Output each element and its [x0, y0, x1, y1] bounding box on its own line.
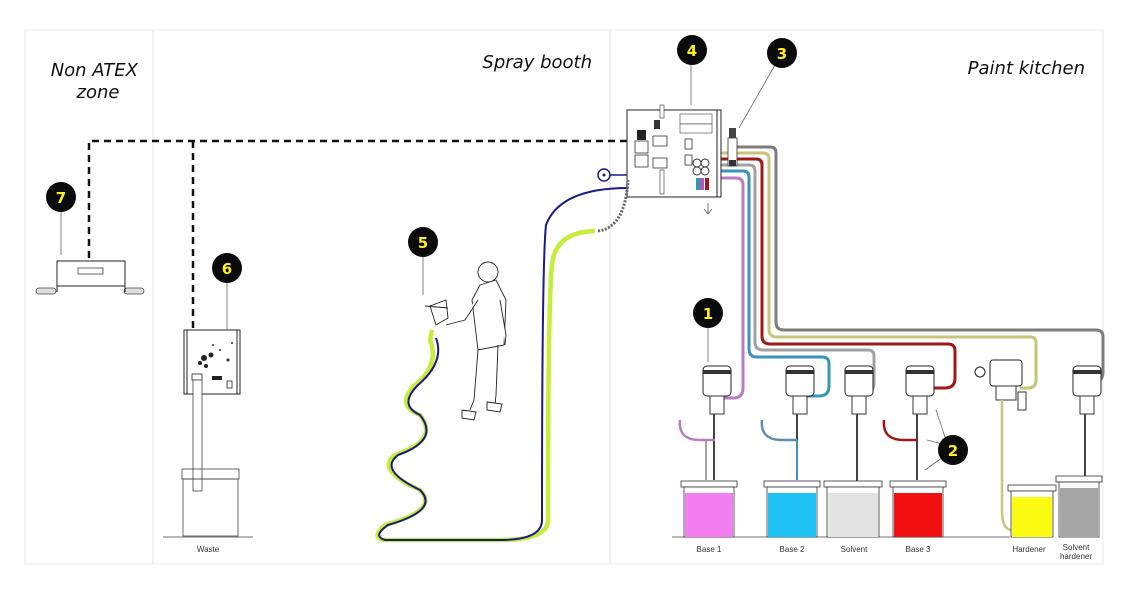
container-label: Base 3 [906, 545, 931, 554]
diagram-frame [24, 29, 1104, 565]
hose-base3 [712, 157, 957, 390]
callout-badge-7: 7 [46, 182, 76, 212]
badge-circle [408, 227, 438, 257]
waste-cleaner-unit [181, 329, 241, 537]
container-lid [1007, 484, 1057, 492]
badge-circle [212, 253, 242, 283]
badge-number: 2 [948, 442, 958, 460]
container-base 1: Base 1 [680, 480, 738, 554]
fluid-hose [378, 187, 629, 541]
operator-figure [424, 261, 507, 421]
container-liquid [685, 493, 733, 537]
container-base 3: Base 3 [889, 480, 947, 554]
zone-label-paint-kitchen: Paint kitchen [968, 58, 1085, 79]
pump-solvent-hardener [1072, 365, 1102, 482]
container-lid [763, 480, 821, 488]
badge-circle [677, 35, 707, 65]
container-lid [1055, 475, 1103, 483]
badge-number: 5 [418, 234, 428, 252]
manifold-valve [727, 128, 738, 167]
badge-circle [938, 435, 968, 465]
container-hardener: Hardener [1007, 484, 1057, 554]
control-box [35, 260, 145, 295]
pump-base3 [882, 365, 935, 480]
container-base 2: Base 2 [763, 480, 821, 554]
badge-number: 4 [687, 42, 697, 60]
gun-hoses [375, 168, 630, 543]
zone-label-non-atex-line1: Non ATEX [51, 60, 139, 81]
badge-circle [46, 182, 76, 212]
badge-number: 6 [222, 260, 232, 278]
air-hose-coupling [597, 179, 630, 233]
callout-badge-5: 5 [408, 227, 438, 257]
container-label: Waste [197, 545, 220, 554]
container-liquid [894, 493, 942, 537]
container-liquid [828, 493, 878, 537]
hose-hardener [715, 151, 1038, 390]
zone-label-spray-booth: Spray booth [482, 52, 592, 73]
callout-badges: 1 2 3 4 5 6 7 [46, 35, 968, 465]
signal-cable [87, 139, 628, 330]
callout-badge-6: 6 [212, 253, 242, 283]
badge-number: 7 [56, 189, 66, 207]
badge-number: 3 [777, 45, 787, 63]
badge-number: 1 [703, 305, 713, 323]
container-liquid [1060, 488, 1098, 537]
container-label: Hardener [1012, 545, 1046, 554]
container-label: Solvent [841, 545, 868, 554]
pump-base2 [760, 365, 815, 480]
container-lid [680, 480, 738, 488]
mixing-panel [626, 104, 722, 215]
badge-circle [693, 298, 723, 328]
pump-base1 [678, 365, 732, 480]
container-lid [889, 480, 947, 488]
zone-label-non-atex-line2: zone [76, 82, 120, 103]
callout-badge-4: 4 [677, 35, 707, 65]
callout-badge-1: 1 [693, 298, 723, 328]
container-label: Solvent [1063, 543, 1090, 552]
container-solvent: Solvent [823, 480, 883, 554]
callout-badge-2: 2 [938, 435, 968, 465]
container-label: Base 2 [780, 545, 805, 554]
container-label: Base 1 [697, 545, 722, 554]
hose-solvent [712, 163, 876, 395]
container-waste: Waste [197, 545, 220, 554]
callout-badge-3: 3 [767, 38, 797, 68]
containers: Waste Base 1 Base 2 Solvent Base 3 Hardener So… [197, 475, 1103, 561]
hose-bundle [712, 145, 1105, 400]
pump-solvent [844, 365, 874, 482]
container-liquid [1012, 497, 1052, 537]
container-liquid [768, 493, 816, 537]
container-lid [823, 480, 883, 488]
hose-base1 [712, 176, 745, 400]
pump-hardener [974, 359, 1027, 532]
container-label: hardener [1060, 552, 1092, 561]
hose-base2 [712, 169, 831, 398]
hose-solvent-hardener [735, 145, 1105, 384]
badge-circle [767, 38, 797, 68]
